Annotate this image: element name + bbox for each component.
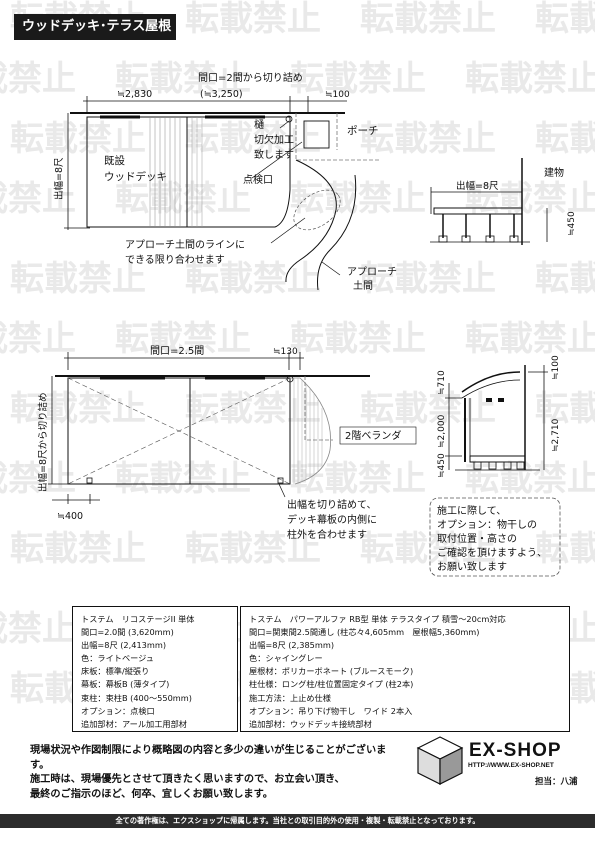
spec-deck-line: トステム リコステージII 単体	[81, 614, 195, 624]
top-opening-label: 間口=2間から切り詰め	[198, 71, 303, 84]
bot-note-1: 出幅を切り詰めて、	[287, 498, 377, 511]
top-approach-1: アプローチ	[347, 266, 397, 278]
construction-note-line-5: お願い致します	[437, 560, 507, 573]
bot-dim-right: ≒130	[273, 347, 298, 357]
top-notch-2: 切欠加工	[254, 133, 294, 146]
top-approach-note-2: できる限り合わせます	[125, 253, 225, 266]
spec-roof-line: 色：シャイングレー	[249, 653, 323, 664]
bot-note-3: 柱外を合わせます	[287, 528, 367, 541]
sec-bot-dim-c: ≒450	[437, 453, 447, 478]
bot-dim-bottom: ≒400	[57, 511, 83, 522]
top-approach-note-1: アプローチ土間のラインに	[125, 238, 245, 251]
section-top: 建物 出幅=8尺 ≒450	[430, 158, 577, 245]
page-title: ウッドデッキ･テラス屋根	[14, 14, 176, 40]
sec-bot-dim-b: ≒2,000	[437, 414, 447, 448]
spec-roof-line: オプション：吊り下げ物干し ワイド 2本入	[249, 705, 413, 716]
spec-deck-line: 出幅=8尺 (2,413mm)	[81, 640, 167, 651]
spec-deck-line: 色：ライトベージュ	[81, 653, 154, 664]
bot-note-2: デッキ幕板の内側に	[287, 513, 377, 526]
construction-note-line-1: 施工に際して、	[437, 504, 506, 517]
spec-deck-line: 間口=2.0間 (3,620mm)	[81, 627, 174, 638]
notice-line: 施工時は、現場優先とさせて頂きたく思いますので、お立会い頂き、	[30, 774, 345, 785]
spec-deck-line: 束柱：束柱B (400～550mm)	[81, 692, 192, 703]
logo-url: HTTP://WWW.EX-SHOP.NET	[468, 762, 554, 769]
top-porch: ポーチ	[347, 125, 379, 137]
sec-top-height: ≒450	[567, 211, 577, 236]
sec-bot-dim-d: ≒100	[551, 355, 561, 380]
top-dim-right: ≒100	[325, 90, 350, 100]
sec-bot-dim-a: ≒710	[437, 370, 447, 395]
top-deck-label-2: ウッドデッキ	[104, 170, 167, 183]
site-notice: 現場状況や作図制限により概略図の内容と多少の違いが生じることがございます。 施工…	[30, 744, 400, 802]
construction-note: 施工に際して、 オプション：物干しの 取付位置・高さの ご確認を頂けますよう、 …	[429, 497, 561, 577]
ex-shop-logo-icon	[416, 736, 464, 785]
construction-note-line-3: 取付位置・高さの	[437, 532, 517, 545]
spec-deck-line: 追加部材：アール加工用部材	[81, 718, 187, 729]
spec-roof-line: 追加部材：ウッドデッキ接続部材	[249, 718, 372, 729]
spec-roof-line: 屋根材：ポリカーボネート (ブルースモーク)	[249, 666, 414, 677]
section-bottom: ≒710 ≒2,000 ≒450 ≒100 ≒2,710	[437, 355, 561, 478]
staff-name: 担当：八浦	[535, 777, 578, 787]
spec-roof-line: 柱仕様：ロング柱/柱位置固定タイプ (柱2本)	[249, 679, 414, 690]
top-notch-1: 樋	[254, 118, 264, 131]
spec-roof-line: 出幅=8尺 (2,385mm)	[249, 640, 335, 651]
sec-top-building: 建物	[544, 166, 564, 179]
spec-deck-line: 幕板：幕板B (薄タイプ)	[81, 679, 170, 690]
spec-deck-line: 床板：標準/縦張り	[81, 666, 150, 677]
top-deck-label-1: 既設	[104, 154, 125, 167]
bot-veranda: 2階ベランダ	[345, 429, 401, 442]
plan-top: 間口=2間から切り詰め ≒2,830 (≒3,250) ≒100 出幅=8尺 既…	[53, 71, 397, 292]
spec-roof-line: 間口=関東間2.5間通し (柱芯々4,605mm 屋根幅5,360mm)	[249, 627, 480, 638]
spec-roof-line: 施工方法：上止め仕様	[249, 692, 331, 703]
spec-roof-line: トステム パワーアルファ RB型 単体 テラスタイプ 積雪～20cm対応	[249, 614, 506, 624]
spec-deck-line: オプション：点検口	[81, 705, 155, 716]
sec-bot-dim-e: ≒2,710	[551, 418, 561, 452]
construction-note-line-2: オプション：物干しの	[437, 518, 537, 531]
notice-line: 最終のご指示のほど、何卒、宜しくお願い致します。	[30, 788, 273, 800]
logo-name: EX-SHOP	[469, 740, 562, 761]
plan-bottom: 間口=2.5間 ≒130 出幅=8尺から切り詰め ≒400 2階ベランダ 出幅を	[37, 345, 417, 541]
spec-roof-box: トステム パワーアルファ RB型 単体 テラスタイプ 積雪～20cm対応 間口=…	[240, 606, 570, 732]
notice-line: 現場状況や作図制限により概略図の内容と多少の違いが生じることがございます。	[30, 745, 387, 771]
top-notch-3: 致します	[254, 148, 294, 161]
spec-deck-box: トステム リコステージII 単体 間口=2.0間 (3,620mm) 出幅=8尺…	[72, 606, 238, 732]
construction-note-line-4: ご確認を頂けますよう、	[437, 546, 547, 559]
bot-opening-label: 間口=2.5間	[150, 345, 204, 357]
top-inspection: 点検口	[243, 173, 273, 186]
bot-depth-label: 出幅=8尺から切り詰め	[37, 392, 49, 492]
copyright-footer: 全ての著作権は、エクスショップに帰属します。当社との取引目的外の使用・複製・転載…	[0, 814, 595, 828]
top-dim-left: ≒2,830	[117, 89, 152, 100]
top-approach-2: 土間	[353, 279, 373, 292]
top-dim-total: (≒3,250)	[200, 89, 243, 100]
sec-top-depth: 出幅=8尺	[456, 180, 499, 192]
top-depth-label: 出幅=8尺	[53, 157, 65, 200]
